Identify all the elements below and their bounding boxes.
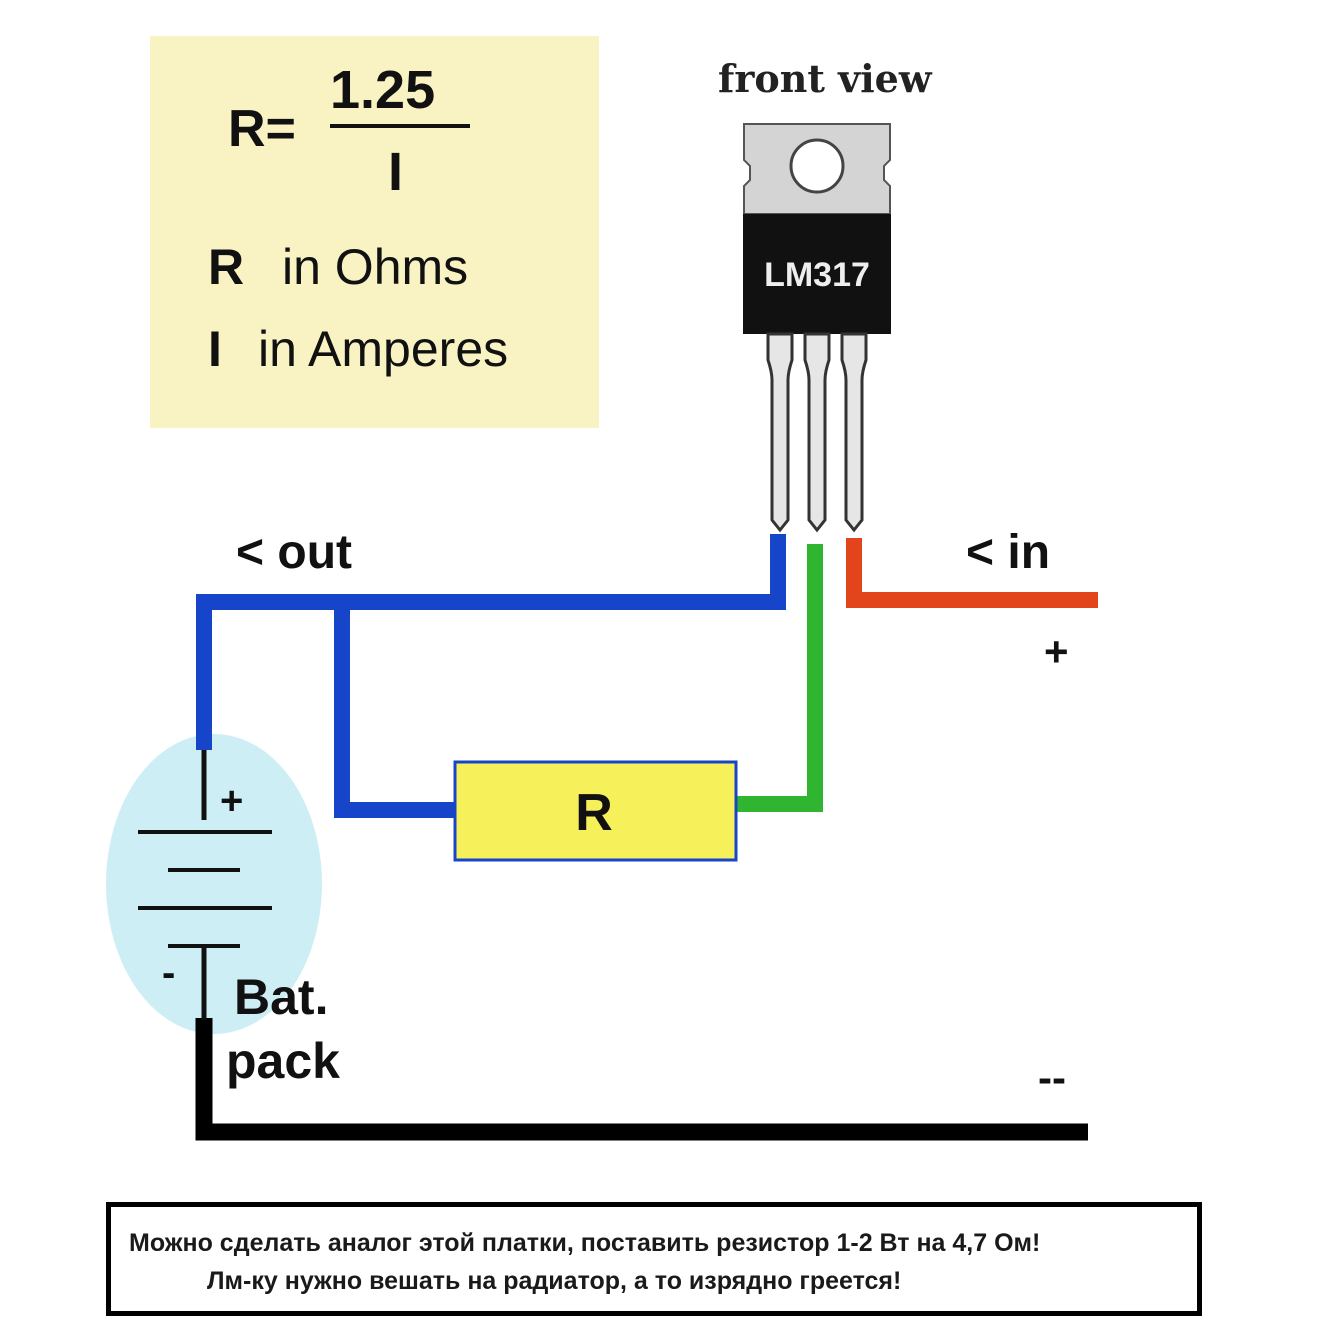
resistor: R xyxy=(453,760,738,862)
mounting-hole xyxy=(789,138,845,194)
regulator-leg-input xyxy=(840,332,868,533)
r-symbol: R xyxy=(208,239,244,295)
battery-minus-label: - xyxy=(162,951,175,995)
wire-ground xyxy=(195,1018,1088,1141)
note-line-1: Можно сделать аналог этой платки, постав… xyxy=(129,1229,1041,1257)
wire-output-to-resistor xyxy=(334,602,455,818)
note-box: Можно сделать аналог этой платки, постав… xyxy=(106,1202,1202,1316)
regulator-body xyxy=(743,214,891,334)
formula-denominator: I xyxy=(388,142,403,202)
formula-background xyxy=(150,36,599,428)
formula-panel: R= 1.25 I R in Ohms I in Amperes xyxy=(150,36,599,428)
battery-pack-label-line2: pack xyxy=(226,1033,340,1089)
wire-output xyxy=(196,534,786,750)
battery-symbol: + - xyxy=(138,750,272,1020)
formula-lhs: R= xyxy=(228,100,296,158)
note-line-2: Лм-ку нужно вешать на радиатор, а то изр… xyxy=(207,1267,902,1295)
regulator-label: LM317 xyxy=(764,256,870,294)
formula-numerator: 1.25 xyxy=(330,60,435,120)
regulator-leg-adjust xyxy=(766,332,794,533)
resistor-body xyxy=(453,760,738,862)
input-plus-label: + xyxy=(1044,628,1069,675)
lm317-regulator: front view LM317 xyxy=(718,56,933,533)
resistor-label: R xyxy=(575,784,613,842)
wires xyxy=(195,534,1098,1141)
wire-adjust xyxy=(736,544,823,812)
i-symbol: I xyxy=(208,321,222,377)
front-view-caption: front view xyxy=(718,56,933,101)
r-unit: in Ohms xyxy=(282,239,468,295)
output-label: < out xyxy=(236,526,352,579)
regulator-leg-output xyxy=(803,332,831,533)
battery-highlight xyxy=(106,734,322,1034)
ground-minus-label: -- xyxy=(1038,1054,1066,1101)
i-unit: in Amperes xyxy=(258,321,508,377)
regulator-legs xyxy=(766,332,868,533)
battery-plus-label: + xyxy=(220,779,243,823)
battery-pack-label-line1: Bat. xyxy=(234,969,328,1025)
input-label: < in xyxy=(966,526,1050,579)
wire-input xyxy=(846,538,1098,608)
